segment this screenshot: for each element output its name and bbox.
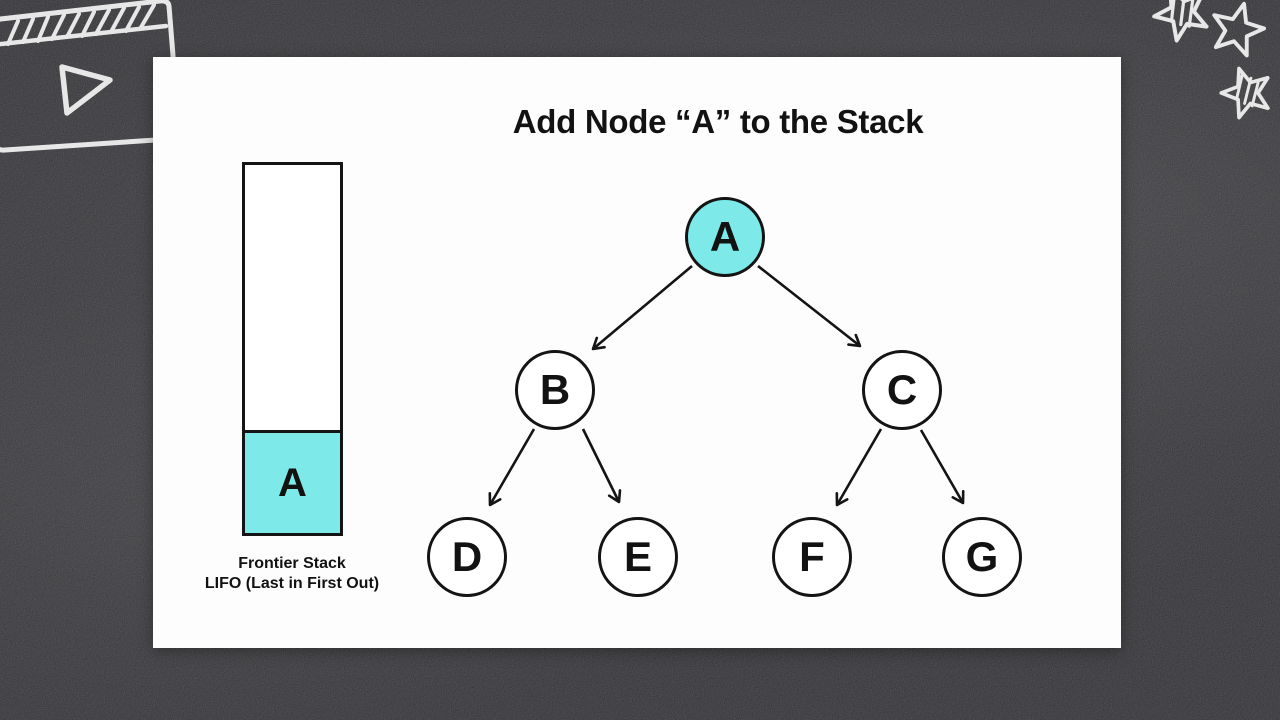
star-hatched-icon (1219, 66, 1270, 120)
stack-caption: Frontier Stack LIFO (Last in First Out) (142, 554, 442, 593)
slide-title: Add Node “A” to the Stack (512, 103, 924, 140)
stack-caption-subtitle: LIFO (Last in First Out) (204, 574, 380, 592)
edge-a-c (757, 264, 862, 348)
node-label: F (799, 533, 825, 580)
edge-a-b (591, 265, 693, 351)
edge-b-d (488, 428, 536, 507)
node-label: D (451, 533, 483, 580)
tree-node-b: B (515, 350, 595, 430)
tree-node-g: G (942, 517, 1022, 597)
tree-node-f: F (772, 517, 852, 597)
star-outline-icon (1212, 1, 1267, 58)
edge-b-e (581, 428, 622, 504)
edge-c-f (835, 428, 883, 507)
tree-node-c: C (862, 350, 942, 430)
node-label: C (886, 366, 918, 413)
tree-node-d: D (427, 517, 507, 597)
tree-node-a: A (685, 197, 765, 277)
star-hatched-icon (1152, 0, 1209, 43)
node-label: E (623, 533, 652, 580)
stack-item-a: A (245, 430, 340, 533)
tree-node-e: E (598, 517, 678, 597)
node-label: B (539, 366, 571, 413)
play-icon (59, 64, 113, 116)
node-label: A (709, 213, 741, 260)
stars-doodle (1152, 0, 1270, 120)
frontier-stack: A (242, 162, 343, 536)
stack-caption-title: Frontier Stack (238, 555, 346, 572)
edge-c-g (919, 429, 965, 505)
slide-card: Add Node “A” to the Stack A Frontier Sta… (153, 57, 1121, 648)
node-label: G (965, 533, 999, 580)
